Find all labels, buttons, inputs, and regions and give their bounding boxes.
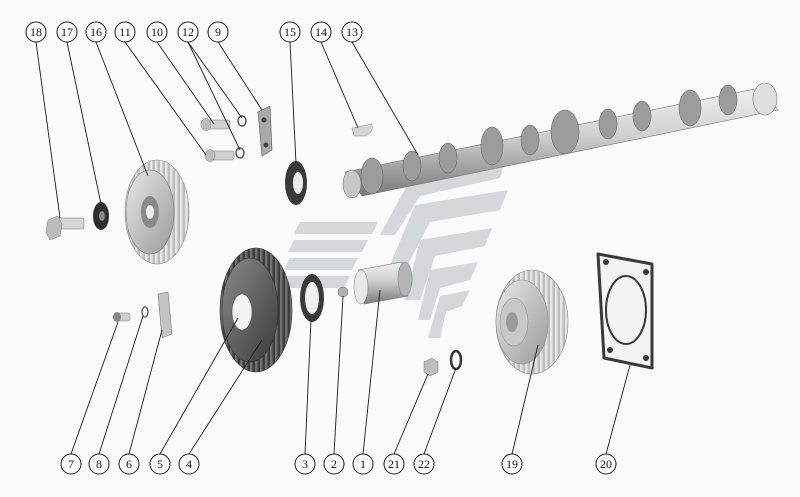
callout-18: 18 (25, 21, 47, 43)
svg-text:17: 17 (61, 25, 73, 39)
gasket (596, 252, 654, 370)
callout-15: 15 (279, 21, 301, 43)
idler-shaft (353, 261, 413, 305)
svg-text:1: 1 (360, 457, 366, 471)
small-washer (141, 306, 149, 318)
svg-text:12: 12 (182, 25, 194, 39)
svg-text:3: 3 (302, 457, 308, 471)
leader-lines (35, 41, 631, 455)
callout-19: 19 (501, 453, 523, 475)
callout-22: 22 (413, 453, 435, 475)
gear-bolt (45, 215, 85, 241)
spring-washers (235, 115, 247, 159)
retaining-plate (157, 291, 173, 339)
callout-2: 2 (323, 453, 345, 475)
callout-10: 10 (146, 21, 168, 43)
svg-text:4: 4 (186, 457, 192, 471)
callout-9: 9 (207, 21, 229, 43)
svg-text:7: 7 (68, 457, 74, 471)
woodruff-key (351, 123, 373, 137)
callout-21: 21 (383, 453, 405, 475)
callout-16: 16 (85, 21, 107, 43)
callout-12: 12 (177, 21, 199, 43)
callout-3: 3 (294, 453, 316, 475)
callout-14: 14 (310, 21, 332, 43)
callout-17: 17 (56, 21, 78, 43)
nut (423, 357, 439, 377)
camshaft-gear (124, 159, 190, 265)
idler-gear (219, 247, 293, 373)
svg-text:5: 5 (157, 457, 163, 471)
callout-5: 5 (149, 453, 171, 475)
lock-ball (337, 286, 349, 298)
callout-4: 4 (178, 453, 200, 475)
callout-8: 8 (88, 453, 110, 475)
svg-text:9: 9 (215, 25, 221, 39)
svg-text:20: 20 (600, 457, 612, 471)
fuel-pump-gear (495, 269, 569, 375)
callout-6: 6 (118, 453, 140, 475)
lock-plate (257, 105, 273, 157)
svg-text:10: 10 (151, 25, 163, 39)
svg-text:18: 18 (30, 25, 42, 39)
nut-washer (449, 349, 463, 371)
svg-text:15: 15 (284, 25, 296, 39)
callout-1: 1 (352, 453, 374, 475)
svg-text:2: 2 (331, 457, 337, 471)
svg-text:8: 8 (96, 457, 102, 471)
callout-11: 11 (114, 21, 136, 43)
svg-text:11: 11 (119, 25, 131, 39)
svg-text:19: 19 (506, 457, 518, 471)
callout-13: 13 (341, 21, 363, 43)
svg-text:22: 22 (418, 457, 430, 471)
thrust-washer-top (285, 161, 307, 205)
bolts (200, 118, 235, 162)
svg-text:16: 16 (90, 25, 102, 39)
svg-text:21: 21 (388, 457, 400, 471)
small-bolt (113, 312, 131, 322)
svg-text:14: 14 (315, 25, 327, 39)
svg-text:6: 6 (126, 457, 132, 471)
callout-20: 20 (595, 453, 617, 475)
svg-text:13: 13 (346, 25, 358, 39)
gear-washer (93, 202, 109, 230)
callout-7: 7 (60, 453, 82, 475)
camshaft (342, 82, 779, 199)
thrust-washer (300, 274, 324, 322)
